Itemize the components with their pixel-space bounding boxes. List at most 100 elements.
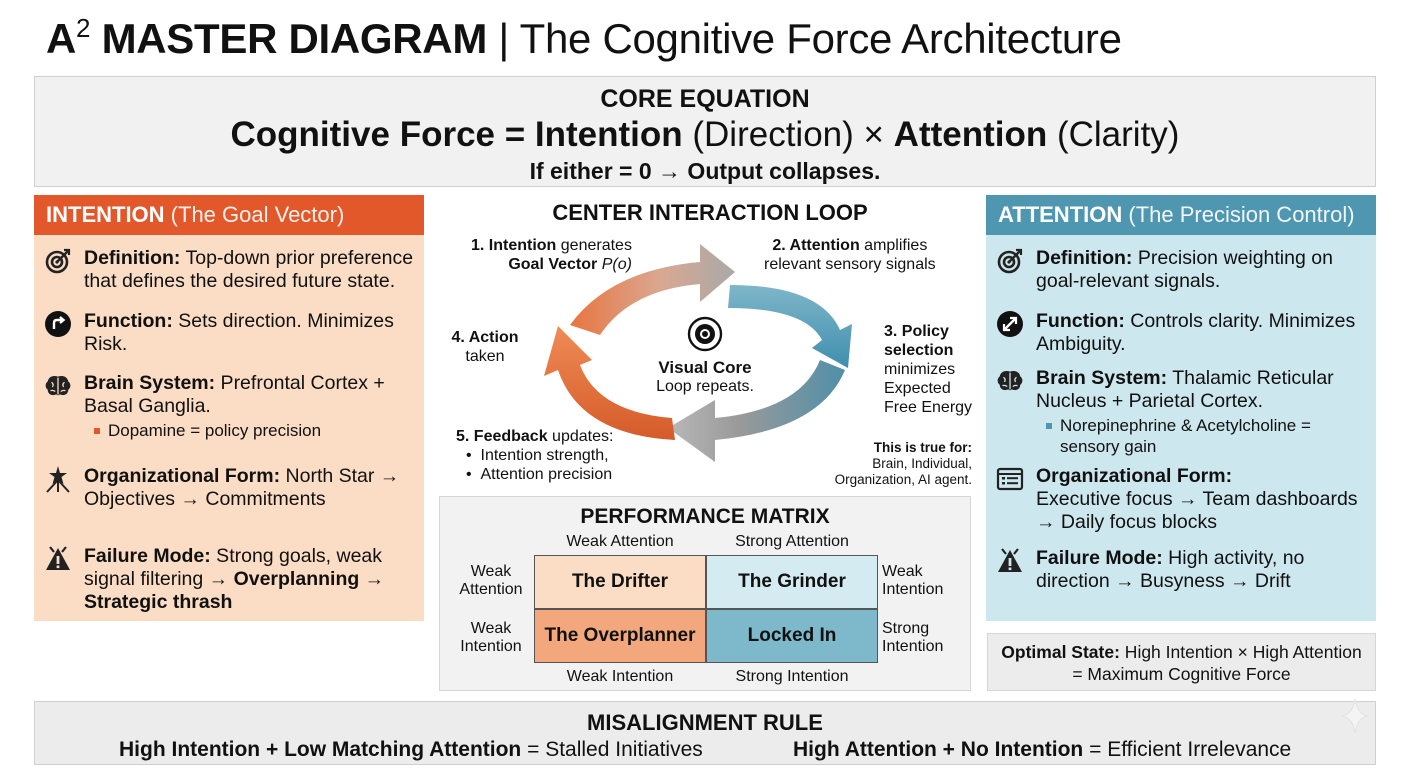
- optimal-state-text: High Intention × High Attention: [1119, 642, 1362, 662]
- rule-1-result: = Stalled Initiatives: [521, 738, 703, 761]
- item-text: North Star → Objectives → Commitments: [84, 465, 400, 510]
- loop-arrow-policy: [668, 360, 845, 462]
- rule-2-result: = Efficient Irrelevance: [1083, 738, 1292, 761]
- optimal-state-result: = Maximum Cognitive Force: [1072, 664, 1291, 684]
- loop-step-1: 1. Intention generates Goal Vector P(o): [471, 236, 632, 274]
- true-for-title: This is true for:: [873, 440, 972, 455]
- item-label: Function:: [1036, 310, 1125, 332]
- rule-2-condition: High Attention + No Intention: [793, 738, 1084, 761]
- target-icon: [997, 248, 1023, 274]
- loop-arrow-attention: [728, 285, 852, 368]
- core-equation-box: CORE EQUATION Cognitive Force = Intentio…: [34, 76, 1376, 187]
- intention-header-title: INTENTION: [46, 202, 165, 227]
- matrix-title: PERFORMANCE MATRIX: [580, 505, 830, 528]
- visual-core-label: Visual Core Loop repeats.: [630, 358, 780, 396]
- matrix-cell-locked-in: Locked In: [706, 609, 878, 663]
- focus-arrow-icon: [997, 311, 1023, 337]
- loop-step-3: 3. Policy selection minimizes Expected F…: [884, 322, 972, 417]
- optimal-state-box: Optimal State: High Intention × High Att…: [987, 633, 1376, 691]
- visual-core-subtitle: Loop repeats.: [656, 378, 754, 395]
- step-3-text-line2: Expected: [884, 380, 951, 397]
- optimal-state-label: Optimal State:: [1001, 642, 1120, 662]
- attention-definition: Definition: Precision weighting on goal-…: [996, 247, 1374, 293]
- intention-header-subtitle: (The Goal Vector): [164, 202, 345, 227]
- item-text: Top-down prior preference that defines t…: [84, 247, 414, 292]
- core-equation: Cognitive Force = Intention (Direction) …: [35, 115, 1375, 155]
- item-label: Organizational Form:: [1036, 465, 1233, 487]
- intention-header: INTENTION (The Goal Vector): [34, 195, 424, 235]
- step-4-text: taken: [465, 348, 505, 365]
- step-1-math: P(o): [601, 256, 632, 273]
- true-for-line2: Brain, Individual,: [872, 456, 972, 471]
- eq-left: Cognitive Force =: [230, 115, 535, 154]
- item-label: Definition:: [1036, 247, 1133, 269]
- attention-header: ATTENTION (The Precision Control): [986, 195, 1376, 235]
- misalignment-heading: MISALIGNMENT RULE: [587, 710, 823, 735]
- true-for-line3: Organization, AI agent.: [834, 472, 972, 487]
- step-1-title: 1. Intention: [471, 237, 557, 254]
- matrix-col-label-bottom-left: Weak Intention: [566, 668, 674, 685]
- misalignment-rule-1: High Intention + Low Matching Attention …: [119, 738, 703, 762]
- title-bold: A: [46, 15, 77, 62]
- eq-term-attention-note: (Clarity): [1047, 115, 1180, 154]
- step-1-goal-vector: Goal Vector: [508, 256, 602, 273]
- step-2-title: 2. Attention: [772, 237, 860, 254]
- eq-term-intention-note: (Direction) ×: [682, 115, 894, 154]
- matrix-cell-drifter: The Drifter: [534, 555, 706, 609]
- item-label: Brain System:: [1036, 367, 1168, 389]
- item-text: High activity, no direction → Busyness →…: [1036, 547, 1305, 592]
- failure-warning-icon: [998, 548, 1022, 572]
- item-text: Prefrontal Cortex + Basal Ganglia.: [84, 372, 385, 417]
- performance-matrix: PERFORMANCE MATRIX Weak Attention Strong…: [439, 496, 971, 691]
- title-subtitle: The Cognitive Force Architecture: [519, 15, 1122, 62]
- loop-step-2: 2. Attention amplifies relevant sensory …: [764, 236, 936, 274]
- step-5-text: updates:: [547, 428, 614, 445]
- step-5-bullet-1: Intention strength,: [480, 447, 609, 464]
- eq-term-intention: Intention: [534, 115, 683, 154]
- misalignment-rule-box: MISALIGNMENT RULE High Intention + Low M…: [34, 701, 1376, 765]
- step-1-text: generates: [556, 237, 632, 254]
- loop-arrow-feedback: [544, 326, 675, 440]
- intention-failure-mode: Failure Mode: Strong goals, weak signal …: [44, 545, 422, 614]
- step-2-text-line2: relevant sensory signals: [764, 256, 936, 273]
- item-text-arrow: →: [359, 568, 385, 590]
- matrix-cell-overplanner: The Overplanner: [534, 609, 706, 663]
- brain-icon: [997, 370, 1023, 391]
- item-label: Brain System:: [84, 372, 216, 394]
- loop-arrow-intention: [570, 244, 735, 335]
- visual-core-eye-icon: [687, 316, 723, 352]
- sparkle-icon: [1341, 698, 1369, 734]
- collapse-rule: If either = 0 → Output collapses.: [529, 158, 881, 184]
- item-text: Precision weighting on goal-relevant sig…: [1036, 247, 1333, 292]
- item-bold-strategic-thrash: Strategic thrash: [84, 591, 233, 613]
- step-3-text-line3: Free Energy: [884, 399, 973, 416]
- matrix-col-label-bottom-right: Strong Intention: [735, 668, 849, 685]
- title-bold-rest: MASTER DIAGRAM: [90, 15, 488, 62]
- failure-warning-icon: [46, 546, 70, 570]
- title-superscript: 2: [76, 13, 91, 43]
- item-label: Organizational Form:: [84, 465, 281, 487]
- attention-organizational-form: Organizational Form: Executive focus → T…: [996, 465, 1374, 534]
- intention-organizational-form: Organizational Form: North Star → Object…: [44, 465, 422, 511]
- attention-header-subtitle: (The Precision Control): [1122, 202, 1355, 227]
- attention-failure-mode: Failure Mode: High activity, no directio…: [996, 547, 1374, 593]
- matrix-col-label-top-left: Weak Attention: [566, 533, 674, 550]
- intention-panel: INTENTION (The Goal Vector) Definition: …: [34, 195, 424, 621]
- step-4-title: 4. Action: [451, 329, 519, 346]
- item-text: Sets direction. Minimizes Risk.: [84, 310, 394, 355]
- interaction-loop-diagram: [544, 244, 852, 462]
- direction-arrow-icon: [45, 311, 71, 337]
- matrix-cell-grinder: The Grinder: [706, 555, 878, 609]
- true-for-note: This is true for: Brain, Individual, Org…: [835, 440, 972, 488]
- intention-brain-system: Brain System: Prefrontal Cortex + Basal …: [44, 372, 422, 441]
- attention-header-title: ATTENTION: [998, 202, 1123, 227]
- loop-step-5: 5. Feedback updates: • Intention strengt…: [456, 428, 614, 483]
- step-5-bullet-2: Attention precision: [480, 466, 613, 483]
- item-label: Failure Mode:: [1036, 547, 1163, 569]
- item-label: Failure Mode:: [84, 545, 211, 567]
- attention-function: Function: Controls clarity. Minimizes Am…: [996, 310, 1374, 356]
